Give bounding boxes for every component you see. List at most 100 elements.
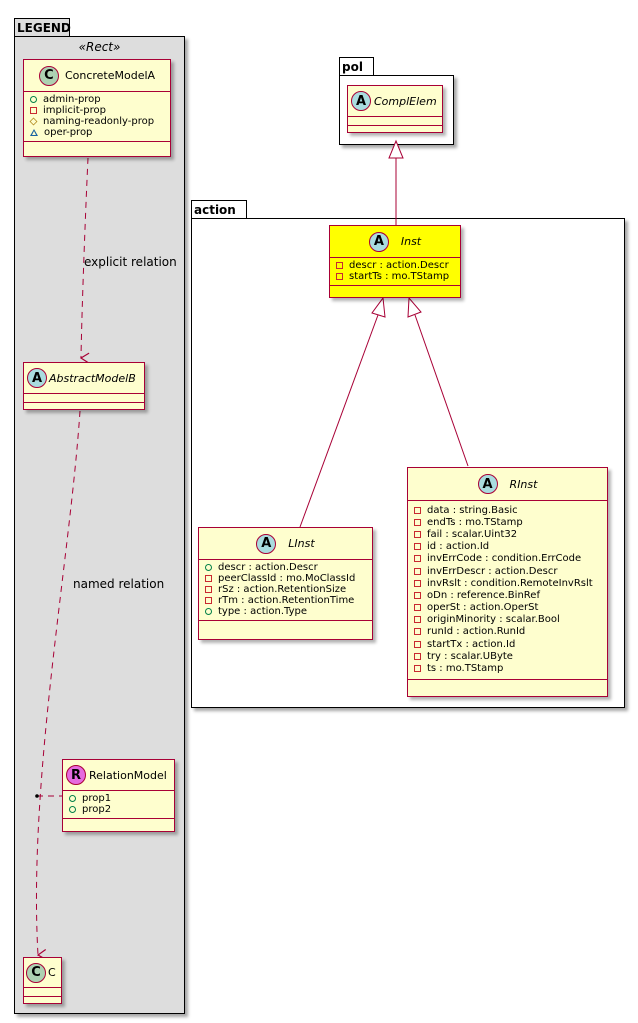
class-badge-icon: C bbox=[38, 65, 59, 86]
attribute-row: originMinority : scalar.Bool bbox=[414, 614, 601, 626]
attribute-row: endTs : mo.TStamp bbox=[414, 516, 601, 528]
class-rinst[interactable]: A RInst data : string.Basic endTs : mo.T… bbox=[407, 467, 608, 697]
legend-package-tab: LEGEND bbox=[14, 18, 71, 36]
attribute-row: invErrDescr : action.Descr bbox=[414, 565, 601, 577]
attributes-compartment bbox=[24, 988, 61, 997]
protected-visibility-icon bbox=[29, 117, 38, 126]
operations-compartment bbox=[199, 621, 372, 629]
attribute-row: prop2 bbox=[69, 804, 168, 815]
class-name: C bbox=[48, 966, 56, 979]
private-visibility-icon bbox=[414, 506, 421, 514]
operations-compartment bbox=[24, 997, 61, 1005]
attributes-compartment bbox=[24, 394, 144, 403]
class-inst[interactable]: A Inst descr : action.Descr startTs : mo… bbox=[329, 225, 461, 298]
action-package-tab: action bbox=[191, 200, 247, 218]
class-compl-elem[interactable]: A ComplElem bbox=[347, 85, 443, 133]
private-visibility-icon bbox=[414, 665, 421, 673]
pol-package-tab: pol bbox=[339, 57, 374, 75]
explicit-relation-label: explicit relation bbox=[84, 255, 177, 269]
attribute-row: rSz : action.RetentionSize bbox=[205, 584, 366, 595]
private-visibility-icon bbox=[414, 543, 421, 551]
attribute-row: runId : action.RunId bbox=[414, 626, 601, 638]
generalization-arrow-rinst bbox=[407, 296, 422, 318]
legend-package-name: LEGEND bbox=[17, 21, 71, 35]
private-visibility-icon bbox=[414, 567, 421, 575]
private-visibility-icon bbox=[414, 579, 421, 587]
attribute-row: startTx : action.Id bbox=[414, 638, 601, 650]
attribute-row: prop1 bbox=[69, 793, 168, 804]
public-visibility-icon bbox=[30, 96, 37, 103]
attribute-row: try : scalar.UByte bbox=[414, 650, 601, 662]
private-visibility-icon bbox=[336, 273, 343, 280]
attribute-row: operSt : action.OperSt bbox=[414, 602, 601, 614]
legend-package bbox=[14, 36, 185, 1014]
attribute-row: implicit-prop bbox=[30, 105, 164, 116]
class-linst[interactable]: A LInst descr : action.Descr peerClassId… bbox=[198, 527, 373, 640]
attribute-row: data : string.Basic bbox=[414, 504, 601, 516]
attribute-row: invErrCode : condition.ErrCode bbox=[414, 553, 601, 565]
edge-rinst-inst bbox=[414, 314, 469, 467]
private-visibility-icon bbox=[336, 262, 343, 269]
private-visibility-icon bbox=[414, 640, 421, 648]
attribute-row: fail : scalar.Uint32 bbox=[414, 528, 601, 540]
relation-badge-icon: R bbox=[66, 765, 86, 785]
public-visibility-icon bbox=[69, 806, 76, 813]
attribute-row: oper-prop bbox=[30, 127, 164, 138]
class-name: Inst bbox=[400, 235, 422, 248]
abstract-badge-icon: A bbox=[256, 533, 277, 554]
attribute-row: admin-prop bbox=[30, 94, 164, 105]
attribute-row: peerClassId : mo.MoClassId bbox=[205, 573, 366, 584]
named-relation-label: named relation bbox=[73, 577, 165, 591]
class-badge-icon: C bbox=[26, 962, 46, 983]
attribute-row: type : action.Type bbox=[205, 606, 366, 617]
operations-compartment bbox=[63, 819, 174, 827]
operations-compartment bbox=[24, 403, 144, 411]
class-name: ConcreteModelA bbox=[64, 69, 156, 82]
attribute-row: startTs : mo.TStamp bbox=[336, 271, 454, 282]
abstract-badge-icon: A bbox=[477, 474, 498, 494]
abstract-badge-icon: A bbox=[368, 231, 389, 252]
attribute-row: ts : mo.TStamp bbox=[414, 662, 601, 674]
private-visibility-icon bbox=[414, 628, 421, 636]
private-visibility-icon bbox=[205, 575, 212, 582]
attribute-row: oDn : reference.BinRef bbox=[414, 589, 601, 601]
public-visibility-icon bbox=[205, 608, 212, 615]
edge-linst-inst bbox=[299, 314, 379, 528]
public-visibility-icon bbox=[69, 795, 76, 802]
legend-stereotype: «Rect» bbox=[78, 40, 121, 54]
class-relation-model[interactable]: R RelationModel prop1 prop2 bbox=[62, 759, 175, 832]
pol-package-name: pol bbox=[342, 60, 363, 74]
action-package-name: action bbox=[194, 203, 236, 217]
attribute-row: invRslt : condition.RemoteInvRslt bbox=[414, 577, 601, 589]
private-visibility-icon bbox=[414, 591, 421, 599]
operations-compartment bbox=[330, 286, 460, 294]
private-visibility-icon bbox=[414, 604, 421, 612]
class-concrete-model-a[interactable]: C ConcreteModelA admin-prop implicit-pro… bbox=[23, 59, 171, 157]
private-visibility-icon bbox=[414, 518, 421, 526]
package-visibility-icon bbox=[30, 129, 38, 136]
attributes-compartment bbox=[348, 117, 442, 126]
abstract-badge-icon: A bbox=[27, 368, 47, 388]
private-visibility-icon bbox=[30, 107, 37, 114]
private-visibility-icon bbox=[414, 616, 421, 624]
operations-compartment bbox=[24, 142, 170, 150]
operations-compartment bbox=[348, 126, 442, 134]
edge-named-relation bbox=[36, 410, 81, 961]
class-abstract-model-b[interactable]: A AbstractModelB bbox=[23, 362, 145, 410]
private-visibility-icon bbox=[205, 586, 212, 593]
class-c[interactable]: C C bbox=[23, 957, 62, 1004]
generalization-arrow-complelem bbox=[388, 139, 404, 159]
generalization-arrow-linst bbox=[371, 296, 386, 318]
class-name: AbstractModelB bbox=[49, 371, 136, 385]
attribute-row: id : action.Id bbox=[414, 541, 601, 553]
edge-explicit-relation bbox=[79, 157, 90, 364]
private-visibility-icon bbox=[205, 597, 212, 604]
operations-compartment bbox=[408, 680, 607, 688]
attribute-row: rTm : action.RetentionTime bbox=[205, 595, 366, 606]
private-visibility-icon bbox=[414, 530, 421, 538]
class-name: ComplElem bbox=[374, 94, 437, 108]
attribute-row: descr : action.Descr bbox=[336, 260, 454, 271]
attribute-row: naming-readonly-prop bbox=[29, 116, 164, 127]
class-name: RInst bbox=[509, 477, 538, 491]
